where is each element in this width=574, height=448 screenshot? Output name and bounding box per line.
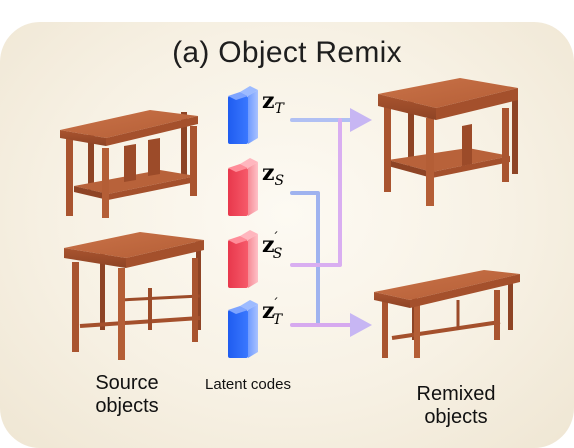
latent-label-zS: zS (262, 160, 284, 189)
caption-remixed-line2: objects (424, 406, 488, 428)
routing-lines (290, 108, 372, 337)
arrowhead-top (350, 108, 372, 132)
remixed-object-square-bench (378, 78, 518, 206)
source-object-long-bench (60, 110, 198, 218)
route-zSprime-to-top (290, 118, 342, 267)
latent-label-zS-prime: z′S (262, 230, 282, 262)
latent-code-zT (228, 86, 258, 144)
latent-code-zT-prime (228, 300, 258, 358)
route-zS-to-bottom (290, 191, 354, 327)
latent-code-zS (228, 158, 258, 216)
caption-latent-codes: Latent codes (205, 376, 291, 393)
latent-label-zT-prime: z′T (262, 296, 284, 328)
caption-remixed-objects: Remixed objects (396, 383, 516, 429)
remixed-object-long-table (374, 270, 520, 358)
source-object-square-table (64, 232, 204, 360)
latent-label-zT: zT (262, 88, 286, 117)
latent-code-zS-prime (228, 230, 258, 288)
caption-source-objects: Source objects (72, 372, 182, 418)
diagram-title: (a) Object Remix (172, 36, 402, 69)
caption-remixed-line1: Remixed (416, 383, 496, 405)
caption-source-line1: Source (95, 372, 159, 394)
arrowhead-bottom (350, 313, 372, 337)
caption-source-line2: objects (95, 395, 159, 417)
